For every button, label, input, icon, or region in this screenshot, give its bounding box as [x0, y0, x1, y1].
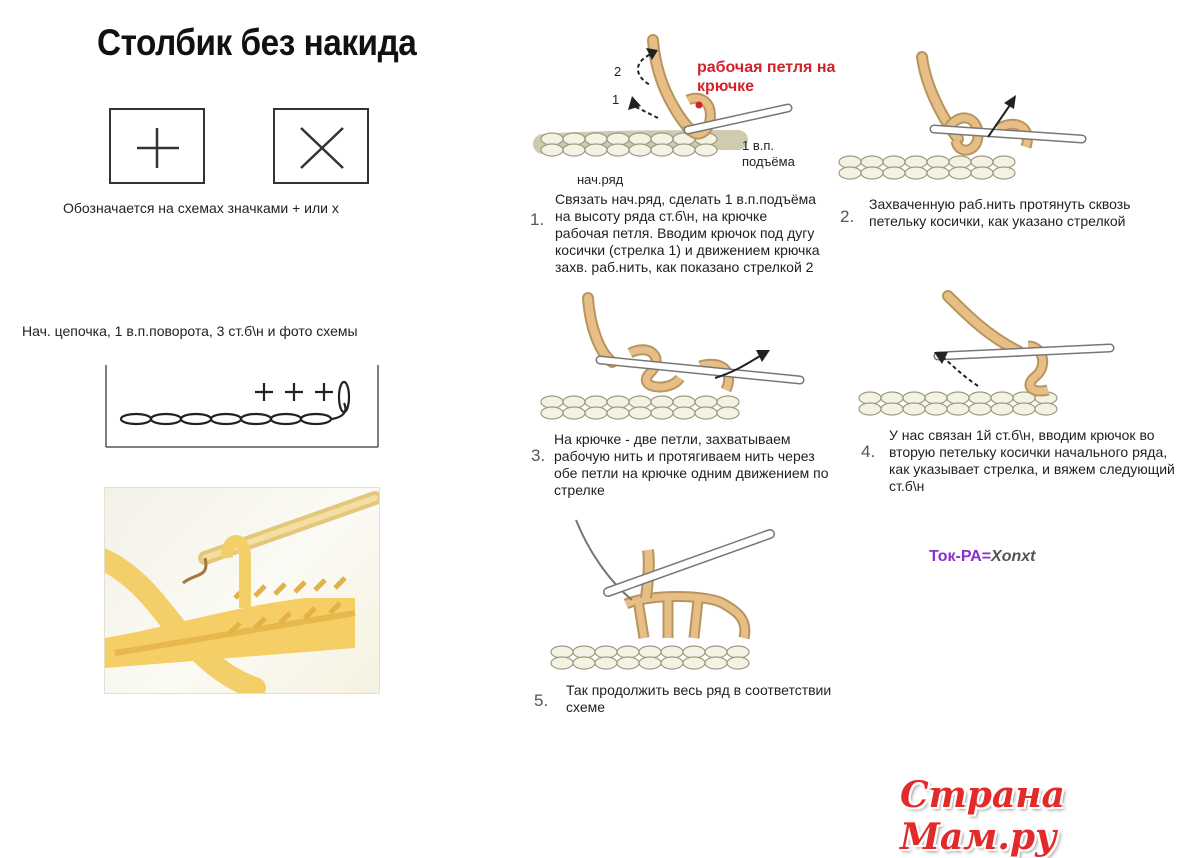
step2-text: Захваченную раб.нить протянуть сквозь пе… — [869, 196, 1131, 229]
step3-illustration — [540, 292, 805, 420]
arrow-2-label: 2 — [614, 64, 621, 79]
symbols-caption: Обозначается на схемах значками + или х — [63, 200, 339, 216]
arrow-1-label: 1 — [612, 92, 619, 107]
scheme-caption: Нач. цепочка, 1 в.п.поворота, 3 ст.б\н и… — [22, 323, 358, 339]
step5-illustration — [550, 519, 775, 670]
step1-illustration: 1 2 — [533, 34, 793, 157]
step1-text: Связать нач.ряд, сделать 1 в.п.подъёма н… — [555, 191, 820, 275]
step4-illustration — [858, 290, 1115, 416]
step4-number: 4. — [861, 442, 876, 461]
credit-separator: = — [981, 548, 992, 565]
cross-symbol-box — [273, 108, 369, 184]
plus-symbols — [255, 383, 333, 401]
step4-text: У нас связан 1й ст.б\н, вводим крючок во… — [889, 427, 1175, 494]
step3-text: На крючке - две петли, захватываем рабоч… — [554, 431, 829, 498]
chain-row — [533, 130, 748, 157]
step3-number: 3. — [531, 446, 546, 465]
cross-icon — [300, 127, 344, 169]
working-loop-label: рабочая петля на крючке — [697, 59, 836, 95]
base-row-label: нач.ряд — [577, 172, 624, 187]
step2-illustration — [838, 51, 1087, 180]
step5-number: 5. — [534, 691, 549, 710]
scheme-diagram — [105, 365, 379, 448]
credit-handle: Xonxt — [991, 548, 1036, 565]
site-watermark: Страна Мам.ру — [900, 774, 1065, 858]
lift-chain-label: 1 в.п. подъёма — [742, 138, 795, 169]
step5-text: Так продолжить весь ряд в соответствии с… — [566, 682, 832, 715]
swatch-photo — [104, 487, 380, 694]
chain-symbols — [119, 380, 351, 426]
step2-number: 2. — [840, 207, 855, 226]
author-credit: Ток-РА=Xonxt — [929, 548, 1036, 566]
credit-name: Ток-РА — [929, 548, 982, 565]
step1-number: 1. — [530, 210, 545, 229]
plus-symbol-box — [109, 108, 205, 184]
plus-icon — [137, 128, 179, 168]
page-title: Столбик без накида — [97, 22, 417, 63]
